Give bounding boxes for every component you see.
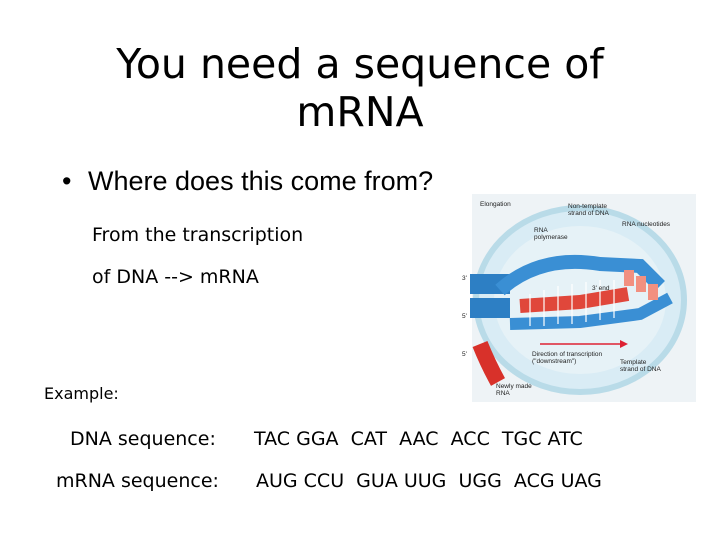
- label-elongation: Elongation: [480, 201, 511, 208]
- label-5-prime-a: 5': [462, 313, 467, 320]
- bullet-text: Where does this come from?: [88, 166, 434, 196]
- base-pair-rungs: [529, 280, 615, 326]
- rna-nucleotide: [636, 276, 646, 292]
- label-newly-made-1: Newly made: [496, 383, 532, 390]
- non-template-strand: [495, 254, 665, 296]
- transcription-diagram: Elongation Non-template strand of DNA RN…: [462, 194, 696, 402]
- slide-title: You need a sequence of mRNA: [60, 40, 660, 136]
- dna-label: DNA sequence:: [70, 428, 216, 450]
- dna-sequence: TAC GGA CAT AAC ACC TGC ATC: [254, 428, 583, 450]
- label-direction-1: Direction of transcription: [532, 351, 602, 358]
- label-direction-2: ("downstream"): [532, 358, 576, 365]
- label-rna-polymerase-2: polymerase: [534, 234, 568, 241]
- sub-text-line-2: of DNA --> mRNA: [92, 266, 259, 288]
- label-template-2: strand of DNA: [620, 366, 661, 373]
- mrna-label: mRNA sequence:: [56, 470, 219, 492]
- rna-nucleotide: [648, 284, 658, 300]
- label-3-prime: 3': [462, 275, 467, 282]
- title-line-1: You need a sequence of: [116, 40, 604, 88]
- sub-text-line-1: From the transcription: [92, 224, 304, 246]
- label-rna-polymerase-1: RNA: [534, 227, 548, 234]
- rna-strand: [519, 287, 630, 313]
- label-three-end: 3' end: [592, 285, 610, 292]
- dna-left-lower: [470, 298, 510, 318]
- template-strand: [509, 292, 673, 330]
- label-5-prime-b: 5': [462, 351, 467, 358]
- title-line-2: mRNA: [296, 88, 424, 136]
- direction-arrowhead: [620, 340, 628, 348]
- mrna-sequence: AUG CCU GUA UUG UGG ACG UAG: [256, 470, 602, 492]
- bullet-item: • Where does this come from?: [62, 166, 433, 197]
- newly-made-rna: [472, 341, 506, 386]
- label-rna-nucleotides: RNA nucleotides: [622, 221, 671, 228]
- example-label: Example:: [44, 384, 119, 403]
- label-newly-made-2: RNA: [496, 390, 510, 397]
- label-non-template-2: strand of DNA: [568, 210, 609, 217]
- label-template-1: Template: [620, 359, 647, 366]
- label-non-template-1: Non-template: [568, 203, 607, 210]
- bullet-dot: •: [62, 166, 72, 196]
- rna-nucleotide: [624, 270, 634, 286]
